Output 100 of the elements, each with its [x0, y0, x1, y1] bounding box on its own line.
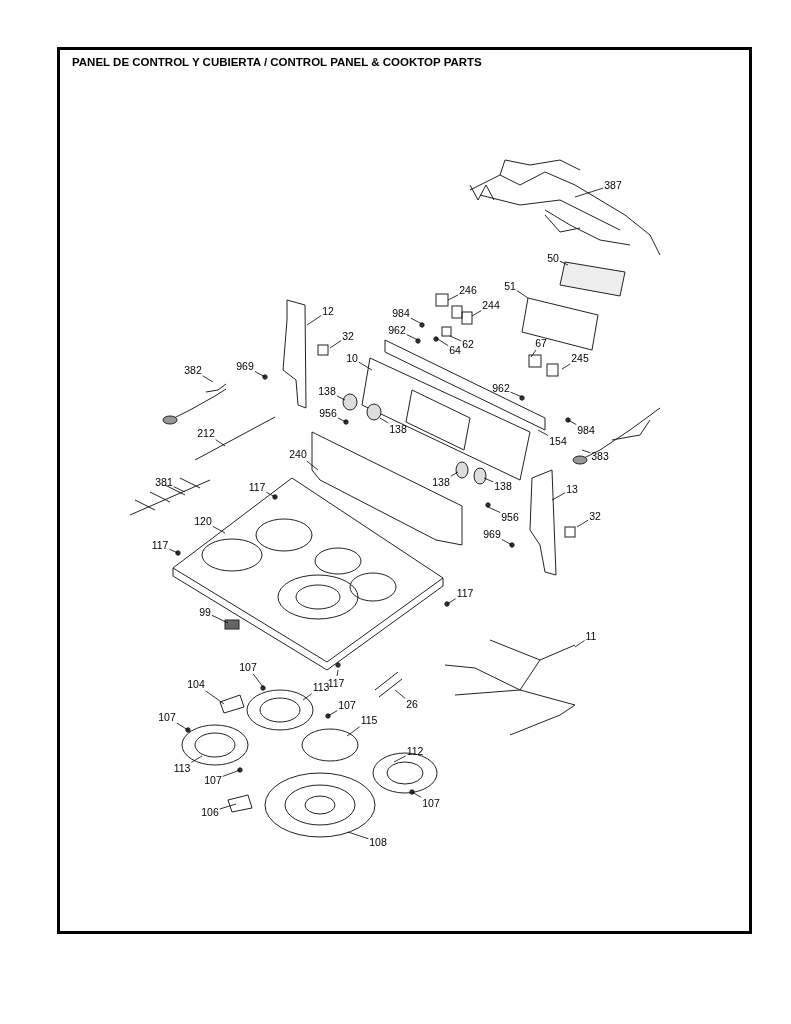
- callout-number: 383: [591, 450, 609, 462]
- callout-number: 51: [504, 280, 516, 292]
- leader-line: [501, 538, 513, 546]
- leader-line: [191, 755, 203, 763]
- callout-number: 99: [199, 606, 211, 618]
- leader-line: [537, 429, 549, 437]
- callout-number: 67: [535, 337, 547, 349]
- leader-line: [393, 755, 407, 763]
- leader-line: [561, 363, 571, 370]
- callout-number: 956: [319, 407, 337, 419]
- callout-number: 117: [248, 481, 266, 493]
- leader-line: [176, 722, 189, 731]
- leader-line: [202, 375, 214, 383]
- callout-number: 11: [585, 630, 597, 642]
- leader-line: [551, 492, 566, 501]
- callout-number: 246: [459, 284, 477, 296]
- leader-line: [252, 673, 264, 688]
- callout-number: 138: [432, 476, 450, 488]
- leader-line: [559, 260, 569, 266]
- callout-number: 962: [388, 324, 406, 336]
- leader-line: [347, 831, 369, 840]
- leader-line: [254, 370, 266, 378]
- callout-number: 382: [184, 364, 202, 376]
- leader-line: [411, 791, 422, 798]
- leader-line: [449, 335, 462, 342]
- callout-number: 107: [422, 797, 440, 809]
- callout-number: 10: [346, 352, 358, 364]
- callout-number: 117: [151, 539, 169, 551]
- callout-number: 107: [338, 699, 356, 711]
- diagram-title: PANEL DE CONTROL Y CUBIERTA / CONTROL PANEL & COOKTOP PARTS: [72, 56, 482, 68]
- leader-line: [576, 519, 589, 528]
- callout-number: 245: [571, 352, 589, 364]
- callout-number: 969: [483, 528, 501, 540]
- leader-line: [306, 460, 319, 471]
- callout-number: 113: [312, 681, 330, 693]
- leader-line: [327, 710, 338, 717]
- callout-number: 240: [289, 448, 307, 460]
- callout-number: 984: [577, 424, 595, 436]
- callout-number: 120: [194, 515, 212, 527]
- leader-line: [329, 340, 342, 349]
- leader-line: [346, 726, 361, 737]
- callout-number: 115: [360, 714, 378, 726]
- leader-line: [406, 334, 419, 341]
- callout-number: 106: [201, 806, 219, 818]
- callout-number: 107: [239, 661, 257, 673]
- leader-line: [211, 614, 229, 624]
- callout-number: 64: [449, 344, 461, 356]
- callout-number: 956: [501, 511, 519, 523]
- callout-number: 107: [204, 774, 222, 786]
- leader-line: [358, 361, 373, 371]
- leader-line: [516, 290, 529, 299]
- callout-number: 32: [342, 330, 354, 342]
- callout-number: 113: [173, 762, 191, 774]
- leader-line: [336, 395, 346, 401]
- callout-number: 984: [392, 307, 410, 319]
- callout-number: 13: [566, 483, 578, 495]
- leader-line: [169, 548, 179, 554]
- leader-line: [446, 598, 457, 605]
- leader-line: [574, 187, 604, 198]
- callout-number: 138: [318, 385, 336, 397]
- callout-number: 117: [456, 587, 474, 599]
- callout-number: 154: [549, 435, 567, 447]
- leader-line: [581, 449, 591, 454]
- callout-number: 244: [482, 299, 500, 311]
- callout-number: 32: [589, 510, 601, 522]
- leader-line: [379, 417, 389, 424]
- callout-number: 50: [547, 252, 559, 264]
- callout-number: 62: [462, 338, 474, 350]
- callout-number: 138: [494, 480, 512, 492]
- leader-line: [222, 769, 241, 777]
- leader-line: [336, 669, 339, 677]
- leader-line: [447, 294, 459, 301]
- leader-line: [435, 337, 449, 347]
- callout-number: 381: [155, 476, 173, 488]
- leader-line: [410, 317, 423, 325]
- leader-line: [173, 486, 186, 493]
- callout-number: 104: [187, 678, 205, 690]
- leader-line: [215, 439, 226, 447]
- leader-line: [574, 640, 585, 648]
- callout-number: 26: [406, 698, 418, 710]
- leader-line: [567, 419, 577, 425]
- leader-line: [337, 417, 347, 423]
- callout-number: 969: [236, 360, 254, 372]
- callout-number: 12: [322, 305, 334, 317]
- leader-line: [487, 506, 501, 513]
- leader-line: [483, 477, 494, 483]
- leader-line: [394, 689, 406, 699]
- leader-line: [219, 803, 237, 810]
- callout-number: 112: [406, 745, 424, 757]
- callout-number: 212: [197, 427, 215, 439]
- leader-line: [302, 693, 313, 701]
- callout-number: 962: [492, 382, 510, 394]
- callout-number: 108: [369, 836, 387, 848]
- leader-line: [205, 690, 225, 705]
- leader-line: [530, 349, 537, 358]
- leader-line: [450, 471, 459, 477]
- callout-number: 138: [389, 423, 407, 435]
- leader-line: [510, 391, 523, 398]
- leader-line: [266, 491, 276, 498]
- leader-line: [212, 525, 226, 534]
